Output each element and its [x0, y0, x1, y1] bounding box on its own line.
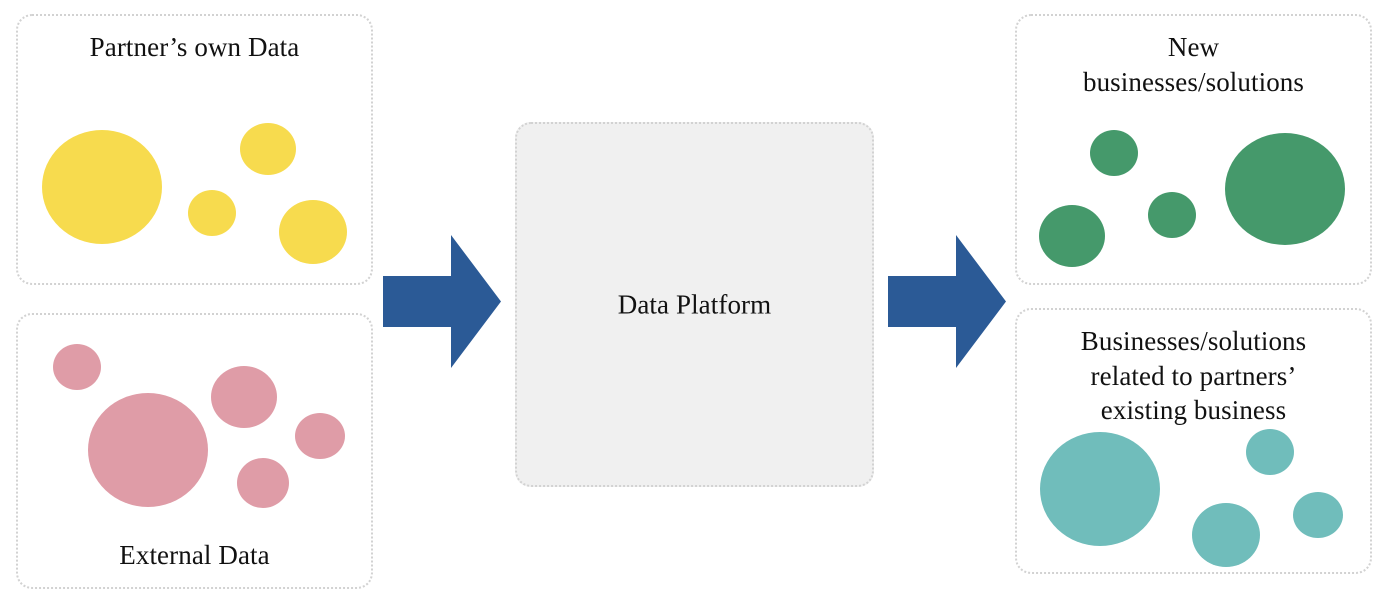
arrow-right-icon-platform-to-outputs: [888, 235, 1006, 368]
panel-data-platform[interactable]: Data Platform: [515, 122, 874, 487]
bubble-new-businesses-solutions-3: [1148, 192, 1196, 238]
bubble-partners-own-data-1: [42, 130, 162, 244]
bubble-external-data-2: [88, 393, 208, 507]
bubble-related-businesses-solutions-4: [1293, 492, 1343, 538]
panel-title-external-data: External Data: [119, 540, 270, 571]
panel-title-related-businesses-solutions: Businesses/solutions related to partners…: [1080, 326, 1307, 426]
arrow-right-icon-inputs-to-platform: [383, 235, 501, 368]
bubble-new-businesses-solutions-2: [1039, 205, 1105, 267]
bubble-related-businesses-solutions-2: [1246, 429, 1294, 475]
panel-title-data-platform: Data Platform: [617, 289, 772, 320]
bubble-external-data-4: [237, 458, 289, 508]
bubble-external-data-1: [53, 344, 101, 390]
bubble-related-businesses-solutions-3: [1192, 503, 1260, 567]
bubble-partners-own-data-4: [279, 200, 347, 264]
bubble-external-data-3: [211, 366, 277, 428]
panel-related-businesses-solutions[interactable]: Businesses/solutions related to partners…: [1015, 308, 1372, 574]
bubble-new-businesses-solutions-1: [1090, 130, 1138, 176]
panel-external-data[interactable]: External Data: [16, 313, 373, 589]
panel-new-businesses-solutions[interactable]: New businesses/solutions: [1015, 14, 1372, 285]
bubble-external-data-5: [295, 413, 345, 459]
panel-partners-own-data[interactable]: Partner’s own Data: [16, 14, 373, 285]
panel-title-new-businesses-solutions: New businesses/solutions: [1082, 32, 1305, 97]
bubble-related-businesses-solutions-1: [1040, 432, 1160, 546]
bubble-partners-own-data-3: [240, 123, 296, 175]
bubble-new-businesses-solutions-4: [1225, 133, 1345, 245]
bubble-partners-own-data-2: [188, 190, 236, 236]
panel-title-partners-own-data: Partner’s own Data: [89, 32, 300, 62]
